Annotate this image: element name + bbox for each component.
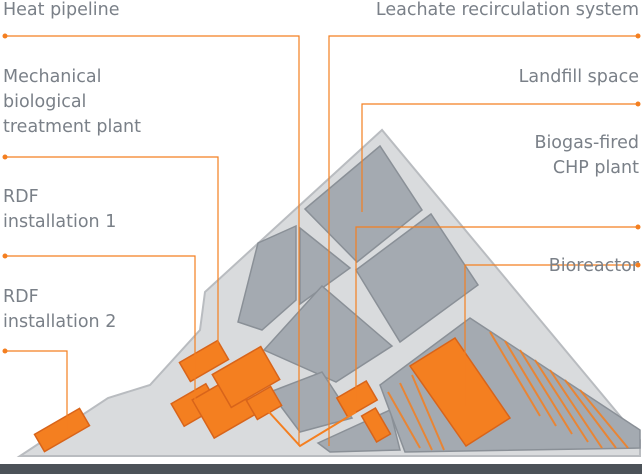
label-bioreactor: Bioreactor [548,256,639,276]
label-rdf-installation-2: RDF installation 2 [3,287,117,332]
leader-dots [2,33,641,354]
label-leachate-system: Leachate recirculation system [375,0,639,20]
bioreactor-core [408,336,512,448]
landfill-cell [262,284,394,383]
landfill-cell [237,224,297,331]
label-rdf-installation-1: RDF installation 1 [3,187,117,232]
landfill-cell [299,226,352,306]
leader-lines [5,35,638,446]
label-landfill-space: Landfill space [518,67,639,87]
landfill-cells [237,144,480,453]
rdf-installation-2-building [33,407,91,453]
chp-unit [360,406,392,444]
landfill-cell [355,212,480,344]
landfill-cell [303,144,424,264]
label-heat-pipeline: Heat pipeline [3,0,120,20]
heat-pipeline-route [257,399,357,448]
ground-line [0,464,642,474]
mbt-buildings [170,339,283,440]
landfill-cell [268,371,354,433]
chp-plant [335,379,379,419]
label-mbt-plant: Mechanical biological treatment plant [3,67,142,137]
bioreactor-stripes [387,331,629,451]
label-chp-plant: Biogas-fired CHP plant [534,133,639,178]
